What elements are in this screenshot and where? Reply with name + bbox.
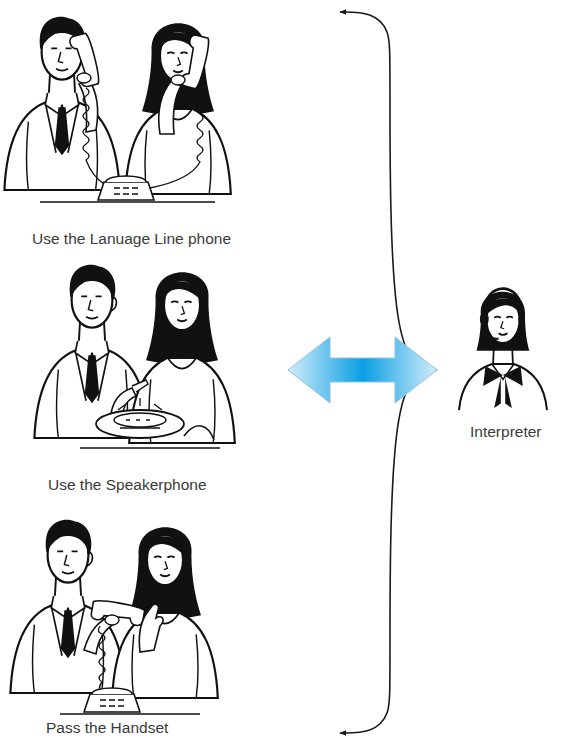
phone-call-illustration	[77, 73, 91, 83]
illustrated-option: Use the Speakerphone	[20, 262, 288, 502]
bracket-connector	[340, 12, 437, 370]
interpreter-illustration	[483, 366, 523, 386]
pass-handset-illustration	[139, 604, 163, 652]
interpreter-illustration	[501, 321, 504, 329]
interpreter-illustration	[485, 298, 520, 315]
interpreter-illustration	[477, 292, 530, 351]
phone-call-illustration	[4, 17, 119, 190]
interpreter-illustration	[494, 317, 513, 318]
caption-text: Interpreter	[470, 423, 542, 441]
phone-call-illustration	[150, 90, 203, 188]
pass-handset-illustration	[90, 599, 145, 628]
caption-text: Use the Speakerphone	[48, 476, 207, 494]
interpreter-figure: Interpreter	[437, 270, 560, 455]
speakerphone-illustration	[120, 420, 160, 428]
interpreter-illustration	[480, 311, 489, 326]
phone-call-illustration	[125, 23, 231, 194]
caption-text: Use the Lanuage Line phone	[32, 230, 231, 248]
pass-handset-illustration	[98, 626, 105, 696]
speakerphone-illustration	[184, 426, 214, 440]
speakerphone-illustration	[118, 398, 162, 410]
bracket-connector	[340, 370, 437, 733]
phone-call-illustration	[40, 201, 215, 202]
interpreter-illustration	[494, 377, 512, 408]
illustrated-option: Pass the Handset	[20, 512, 340, 738]
caption-text: Pass the Handset	[46, 719, 168, 737]
pass-handset-illustration	[10, 520, 217, 714]
phone-call-illustration	[159, 80, 181, 134]
pass-handset-illustration	[60, 713, 200, 714]
interpreter-illustration	[459, 364, 547, 410]
phone-call-illustration	[83, 88, 104, 184]
phone-call-illustration	[98, 176, 154, 200]
connector-group	[288, 12, 437, 733]
interpreter-illustration	[518, 312, 525, 325]
interpreter-illustration	[484, 289, 521, 314]
phone-call-illustration	[4, 17, 230, 202]
phone-call-illustration	[171, 75, 185, 85]
illustrated-option: Use the Lanuage Line phone	[20, 5, 340, 250]
speakerphone-illustration	[96, 410, 184, 438]
phone-call-illustration	[69, 33, 101, 88]
speakerphone-illustration	[80, 447, 220, 448]
interpreter-illustration	[459, 289, 547, 411]
double-arrow	[288, 337, 437, 403]
pass-handset-illustration	[84, 688, 140, 712]
interpreter-illustration	[499, 333, 508, 335]
speakerphone-illustration	[114, 413, 166, 427]
speakerphone-illustration	[34, 265, 234, 448]
pass-handset-illustration	[105, 615, 119, 625]
speakerphone-illustration	[132, 380, 148, 392]
interpreter-illustration	[484, 326, 498, 339]
